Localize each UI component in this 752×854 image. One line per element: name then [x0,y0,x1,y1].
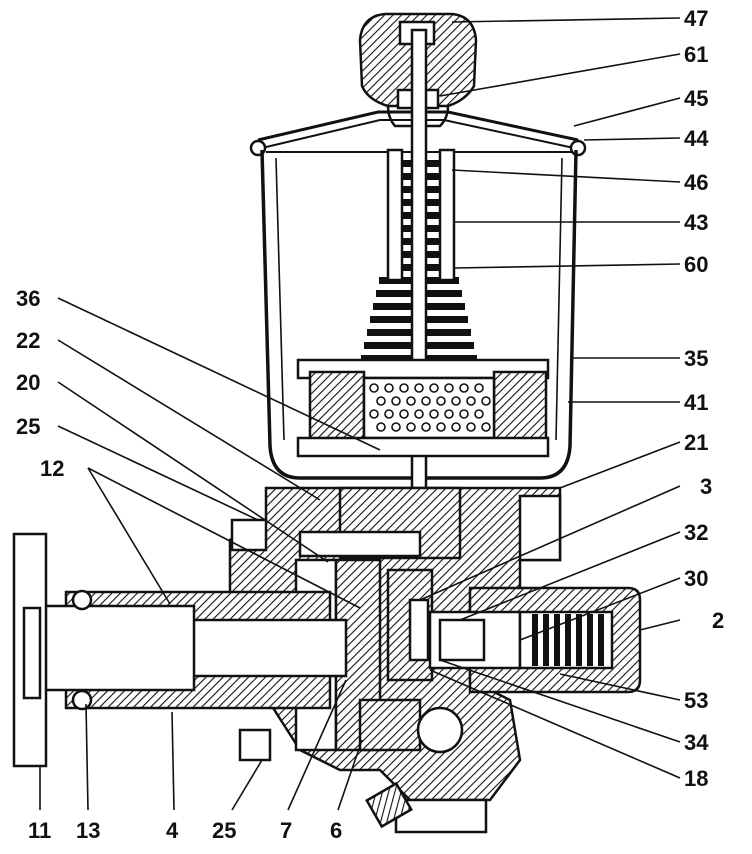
callout-34: 34 [684,730,709,755]
callout-25-lower: 25 [212,818,236,843]
callout-36: 36 [16,286,40,311]
callout-61: 61 [684,42,708,67]
callout-45: 45 [684,86,708,111]
callout-2: 2 [712,608,724,633]
callout-44: 44 [684,126,709,151]
callout-3: 3 [700,474,712,499]
callout-21: 21 [684,430,708,455]
bottom-fitting [365,781,413,829]
callout-41: 41 [684,390,708,415]
callout-4: 4 [166,818,179,843]
shaft-housing [12,532,348,768]
callout-6: 6 [330,818,342,843]
callout-30: 30 [684,566,708,591]
callout-13: 13 [76,818,100,843]
callout-47: 47 [684,6,708,31]
callouts-right: 47 61 45 44 46 43 60 35 41 21 3 32 30 2 … [684,6,724,791]
callout-43: 43 [684,210,708,235]
callout-32: 32 [684,520,708,545]
callout-20: 20 [16,370,40,395]
callout-12: 12 [40,456,64,481]
pump-body [228,486,562,834]
callout-11: 11 [28,818,51,843]
callouts-bottom: 11 13 4 25 7 6 [28,818,342,843]
callout-22: 22 [16,328,40,353]
callout-46: 46 [684,170,708,195]
callout-53: 53 [684,688,708,713]
callout-60: 60 [684,252,708,277]
callout-25-upper: 25 [16,414,40,439]
callout-35: 35 [684,346,708,371]
callouts-left: 36 22 20 25 12 [16,286,64,481]
leader-lines [39,17,681,811]
callout-18: 18 [684,766,708,791]
callout-7: 7 [280,818,292,843]
filter-element [296,358,550,458]
